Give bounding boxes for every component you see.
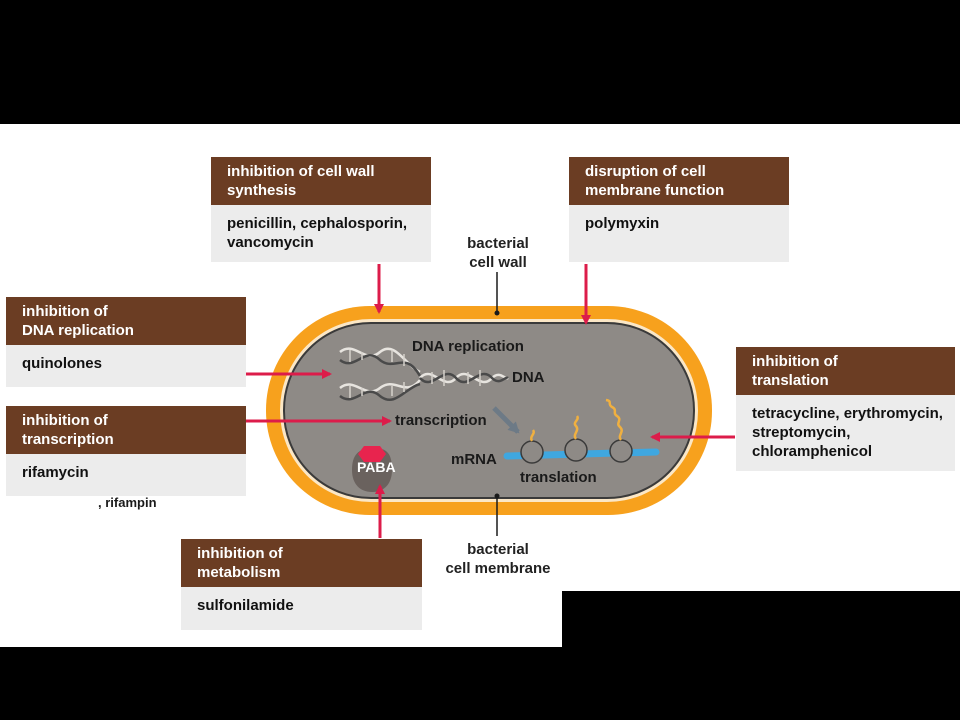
box-header: inhibition of DNA replication xyxy=(6,297,246,345)
bottom-black-band xyxy=(0,647,960,720)
box-metabolism: inhibition of metabolism sulfonilamide xyxy=(181,539,422,630)
box-body: sulfonilamide xyxy=(181,587,422,630)
transcription-to-mrna-arrow xyxy=(492,406,520,434)
box-header: inhibition of translation xyxy=(736,347,955,395)
label-paba: PABA xyxy=(357,459,396,475)
dna-rungs xyxy=(349,350,481,398)
box-transcription: inhibition of transcription rifamycin xyxy=(6,406,246,496)
dna-helix xyxy=(339,347,509,401)
label-transcription: transcription xyxy=(395,412,487,429)
label-bacterial-cell-wall: bacterial cell wall xyxy=(467,235,529,271)
label-dna: DNA xyxy=(512,369,545,386)
box-body: rifamycin xyxy=(6,454,246,496)
top-black-band xyxy=(0,0,960,124)
box-header: disruption of cell membrane function xyxy=(569,157,789,205)
ribosomes xyxy=(520,438,633,464)
box-body: polymyxin xyxy=(569,205,789,262)
rifampin-note: , rifampin xyxy=(98,495,157,510)
label-mrna: mRNA xyxy=(451,451,497,468)
box-translation: inhibition of translation tetracycline, … xyxy=(736,347,955,471)
polypeptide-chains xyxy=(530,398,623,442)
box-membrane-function: disruption of cell membrane function pol… xyxy=(569,157,789,262)
box-body: quinolones xyxy=(6,345,246,387)
box-body: penicillin, cephalosporin, vancomycin xyxy=(211,205,431,262)
label-bacterial-cell-membrane: bacterial cell membrane xyxy=(445,541,551,577)
box-body: tetracycline, erythromycin, streptomycin… xyxy=(736,395,955,471)
box-header: inhibition of cell wall synthesis xyxy=(211,157,431,205)
paba-substrate xyxy=(358,446,386,462)
box-cell-wall-synthesis: inhibition of cell wall synthesis penici… xyxy=(211,157,431,262)
box-header: inhibition of transcription xyxy=(6,406,246,454)
box-header: inhibition of metabolism xyxy=(181,539,422,587)
inhibition-arrows xyxy=(246,264,735,538)
box-dna-replication: inhibition of DNA replication quinolones xyxy=(6,297,246,387)
label-dna-replication: DNA replication xyxy=(412,338,524,355)
label-translation: translation xyxy=(520,469,597,486)
